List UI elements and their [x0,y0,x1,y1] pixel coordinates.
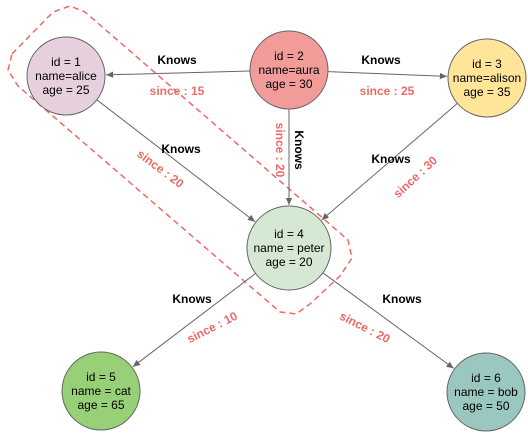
edge-aura-alice[interactable] [105,70,251,78]
node-age: age = 25 [42,83,89,97]
edge-since-label: since : 20 [273,123,287,178]
edge-label-knows: Knows [371,152,411,166]
edge-label-knows: Knows [361,53,401,67]
edge-label-knows: Knows [382,292,422,306]
node-id: id = 3 [472,57,502,71]
node-circle [249,30,329,110]
edge-since-label: since : 20 [337,309,392,346]
edge-aura-alison[interactable] [327,71,448,80]
node-peter[interactable]: id = 4 name = peter age = 20 [246,205,332,291]
edge-peter-bob[interactable] [322,272,454,369]
edge-label-knows: Knows [292,130,306,170]
node-name: name=alice [35,69,97,83]
node-id: id = 5 [86,370,116,384]
node-id: id = 4 [274,227,304,241]
node-name: name=alison [453,71,521,85]
edge-label-knows: Knows [157,53,197,67]
highlight-path [7,5,353,315]
node-aura[interactable]: id = 2 name=aura age = 30 [249,30,329,110]
edge-peter-cat[interactable] [132,273,256,368]
node-name: name = bob [454,385,518,399]
node-alice[interactable]: id = 1 name=alice age = 25 [26,36,106,116]
node-age: age = 35 [463,85,510,99]
node-bob[interactable]: id = 6 name = bob age = 50 [446,352,526,432]
node-circle [446,352,526,432]
node-id: id = 6 [471,371,501,385]
node-id: id = 2 [274,49,304,63]
node-circle [246,205,332,291]
node-name: name = cat [71,384,131,398]
edge-since-label: since : 10 [185,309,240,346]
node-name: name=aura [258,63,319,77]
node-age: age = 20 [265,255,312,269]
edge-label-knows: Knows [172,292,212,306]
node-age: age = 50 [462,399,509,413]
node-circle [26,36,106,116]
node-circle [61,351,141,431]
node-cat[interactable]: id = 5 name = cat age = 65 [61,351,141,431]
node-name: name = peter [253,241,324,255]
node-alison[interactable]: id = 3 name=alison age = 35 [447,38,527,118]
node-age: age = 65 [77,398,124,412]
edge-since-label: since : 25 [360,84,415,98]
edge-since-label: since : 15 [150,84,205,98]
node-age: age = 30 [265,77,312,91]
node-circle [447,38,527,118]
node-id: id = 1 [51,55,81,69]
edge-alison-peter[interactable] [321,103,458,221]
edge-alice-peter[interactable] [96,99,256,223]
edge-label-knows: Knows [161,142,201,156]
